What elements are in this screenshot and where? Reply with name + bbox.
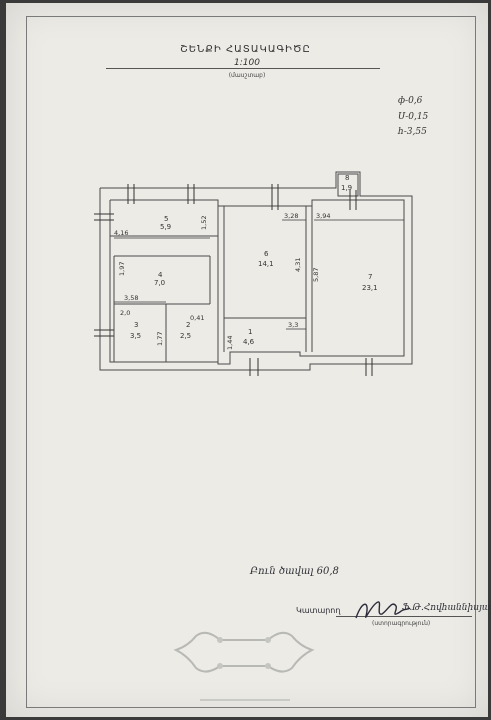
handwritten-note: Բուն ծավալ 60,8 [250,566,339,577]
note-s: Ս-0,15 [398,112,429,122]
note-f: ф-0,6 [398,96,423,106]
dim-3-3: 3,3 [288,321,298,329]
room-4-number: 4 [158,271,163,279]
dim-3-58: 3,58 [124,294,138,302]
room-2-number: 2 [186,321,190,329]
room-8-wall [337,173,359,197]
performer-name: Ֆ.Թ.Հովհաննիսյան [402,603,491,613]
outer-wall-outer [99,171,413,371]
outer-wall-inner [109,199,405,365]
dim-1-52: 1,52 [200,216,208,230]
room-6-area: 14,1 [258,260,274,268]
page-title: ՇԵՆՔԻ ՀԱՏԱԿԱԳԻԾԸ [180,44,311,55]
note-h: հ-3,55 [398,127,427,137]
room-6-number: 6 [264,250,269,258]
scale-underline [106,68,380,69]
dim-4-31: 4,31 [294,258,302,272]
dim-1-77: 1,77 [156,332,164,346]
room-1-number: 1 [248,328,252,336]
room-8-number: 8 [345,174,349,182]
scale-value: 1:100 [234,58,260,68]
room-4-area: 7,0 [154,279,165,287]
signature-line [336,616,472,617]
dim-1-44: 1,44 [226,336,234,350]
dim-3-94: 3,94 [316,212,330,220]
dim-2-0: 2,0 [120,309,130,317]
room-7-area: 23,1 [362,284,378,292]
room-5-number: 5 [164,215,168,223]
room-8-area: 1,9 [341,184,352,192]
room-3-area: 3,5 [130,332,141,340]
room-3-number: 3 [134,321,138,329]
dim-5-87: 5,87 [312,268,320,282]
room-5-area: 5,9 [160,223,171,231]
room-1-area: 4,6 [243,338,255,346]
dim-0-41: 0,41 [190,314,204,322]
room-2-area: 2,5 [180,332,191,340]
dim-3-28: 3,28 [284,212,298,220]
dim-4-16: 4,16 [114,229,128,237]
performer-label: Կատարող [296,606,341,615]
dim-1-97: 1,97 [118,262,126,276]
signature-caption: (ստորագրություն) [372,620,431,627]
scale-caption: (մասշտաբ) [228,72,266,79]
drawing-frame [26,16,476,708]
document-sheet [6,3,488,717]
signature [355,601,411,619]
room-7-number: 7 [368,273,372,281]
